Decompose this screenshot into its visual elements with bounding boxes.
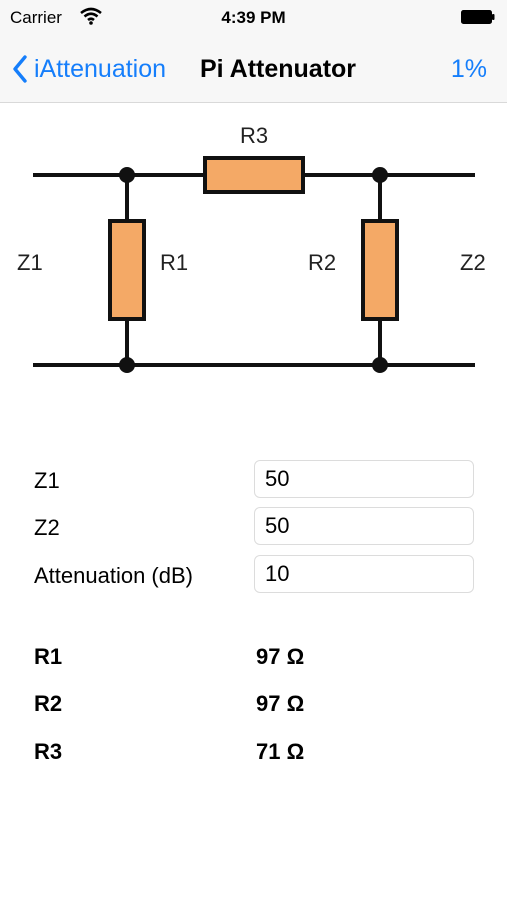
r2-result-row: R2 97 Ω <box>0 683 507 723</box>
carrier-label: Carrier <box>10 8 62 27</box>
r3-result-row: R3 71 Ω <box>0 731 507 771</box>
status-bar: Carrier 4:39 PM <box>0 0 507 36</box>
chevron-left-icon <box>13 55 27 83</box>
back-button[interactable]: iAttenuation <box>12 52 166 86</box>
pi-attenuator-diagram: R3 R1 R2 Z1 Z2 <box>17 123 486 373</box>
r1-result-row: R1 97 Ω <box>0 636 507 676</box>
junction-node <box>372 357 388 373</box>
z2-row: Z2 <box>0 507 507 547</box>
z1-label: Z1 <box>34 468 60 493</box>
r1-result-value: 97 Ω <box>256 644 305 669</box>
r2-result-value: 97 Ω <box>256 691 305 716</box>
resistor-r3 <box>203 156 305 194</box>
attenuation-row: Attenuation (dB) <box>0 555 507 595</box>
z1-row: Z1 <box>0 460 507 500</box>
attenuation-input[interactable] <box>254 555 474 593</box>
junction-node <box>119 167 135 183</box>
wifi-icon <box>80 7 102 25</box>
z2-input[interactable] <box>254 507 474 545</box>
resistor-r1 <box>108 219 146 321</box>
resistor-r2 <box>361 219 399 321</box>
label-z1: Z1 <box>17 250 43 275</box>
tolerance-button[interactable]: 1% <box>450 55 487 83</box>
label-r3: R3 <box>240 123 268 148</box>
circuit-wires <box>33 173 475 367</box>
attenuation-label: Attenuation (dB) <box>34 563 193 588</box>
page-title: Pi Attenuator <box>200 55 357 83</box>
r3-result-label: R3 <box>34 739 63 764</box>
z1-input[interactable] <box>254 460 474 498</box>
navigation-bar: iAttenuation Pi Attenuator 1% <box>0 36 507 103</box>
back-button-label: iAttenuation <box>34 54 167 83</box>
junction-node <box>372 167 388 183</box>
r1-result-label: R1 <box>34 644 63 669</box>
label-r2: R2 <box>308 250 336 275</box>
r2-result-label: R2 <box>34 691 63 716</box>
z2-label: Z2 <box>34 515 60 540</box>
label-z2: Z2 <box>460 250 486 275</box>
junction-node <box>119 357 135 373</box>
battery-icon <box>461 10 495 24</box>
clock-time: 4:39 PM <box>221 8 286 27</box>
label-r1: R1 <box>160 250 188 275</box>
r3-result-value: 71 Ω <box>256 739 305 764</box>
